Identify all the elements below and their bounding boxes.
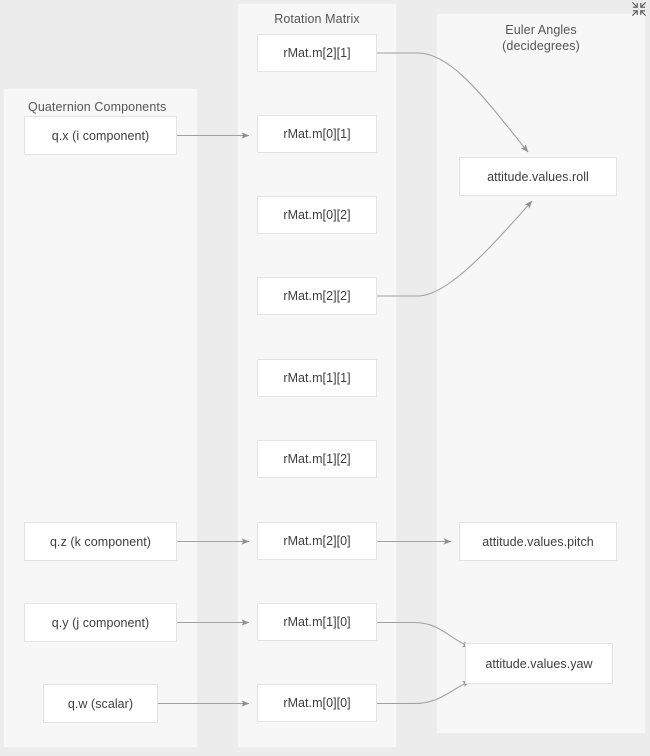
- panel-euler-angles: Euler Angles (decidegrees): [436, 13, 646, 734]
- node-m00[interactable]: rMat.m[0][0]: [257, 684, 377, 722]
- node-m12-label: rMat.m[1][2]: [283, 452, 351, 466]
- node-m00-label: rMat.m[0][0]: [283, 696, 351, 710]
- node-m22[interactable]: rMat.m[2][2]: [257, 277, 377, 315]
- node-pitch[interactable]: attitude.values.pitch: [459, 522, 617, 561]
- node-m21-label: rMat.m[2][1]: [283, 46, 351, 60]
- node-qy[interactable]: q.y (j component): [24, 603, 177, 642]
- panel-rotation-title: Rotation Matrix: [274, 12, 360, 26]
- panel-euler-title: Euler Angles (decidegrees): [502, 23, 580, 53]
- panel-quaternion-components: Quaternion Components: [3, 88, 198, 748]
- panel-quaternion-title: Quaternion Components: [28, 100, 167, 114]
- node-roll-label: attitude.values.roll: [487, 169, 589, 184]
- node-yaw-label: attitude.values.yaw: [485, 656, 593, 671]
- node-roll[interactable]: attitude.values.roll: [459, 157, 617, 196]
- node-m02[interactable]: rMat.m[0][2]: [257, 196, 377, 234]
- node-m12[interactable]: rMat.m[1][2]: [257, 440, 377, 478]
- node-qy-label: q.y (j component): [51, 615, 150, 630]
- node-m11[interactable]: rMat.m[1][1]: [257, 359, 377, 397]
- collapse-fullscreen-icon[interactable]: [632, 2, 646, 16]
- node-qz[interactable]: q.z (k component): [24, 522, 177, 561]
- node-m10-label: rMat.m[1][0]: [283, 615, 351, 629]
- node-m11-label: rMat.m[1][1]: [283, 371, 351, 385]
- node-m01-label: rMat.m[0][1]: [283, 127, 351, 141]
- node-m01[interactable]: rMat.m[0][1]: [257, 115, 377, 153]
- node-qw-label: q.w (scalar): [67, 696, 134, 711]
- node-pitch-label: attitude.values.pitch: [482, 534, 594, 549]
- node-m20[interactable]: rMat.m[2][0]: [257, 522, 377, 560]
- node-yaw[interactable]: attitude.values.yaw: [465, 643, 613, 684]
- node-m10[interactable]: rMat.m[1][0]: [257, 603, 377, 641]
- node-m20-label: rMat.m[2][0]: [283, 534, 351, 548]
- node-m22-label: rMat.m[2][2]: [283, 289, 351, 303]
- node-m21[interactable]: rMat.m[2][1]: [257, 34, 377, 72]
- node-qz-label: q.z (k component): [50, 534, 151, 549]
- node-qx[interactable]: q.x (i component): [24, 116, 177, 155]
- node-m02-label: rMat.m[0][2]: [283, 208, 351, 222]
- node-qw[interactable]: q.w (scalar): [43, 684, 158, 723]
- node-qx-label: q.x (i component): [51, 128, 150, 143]
